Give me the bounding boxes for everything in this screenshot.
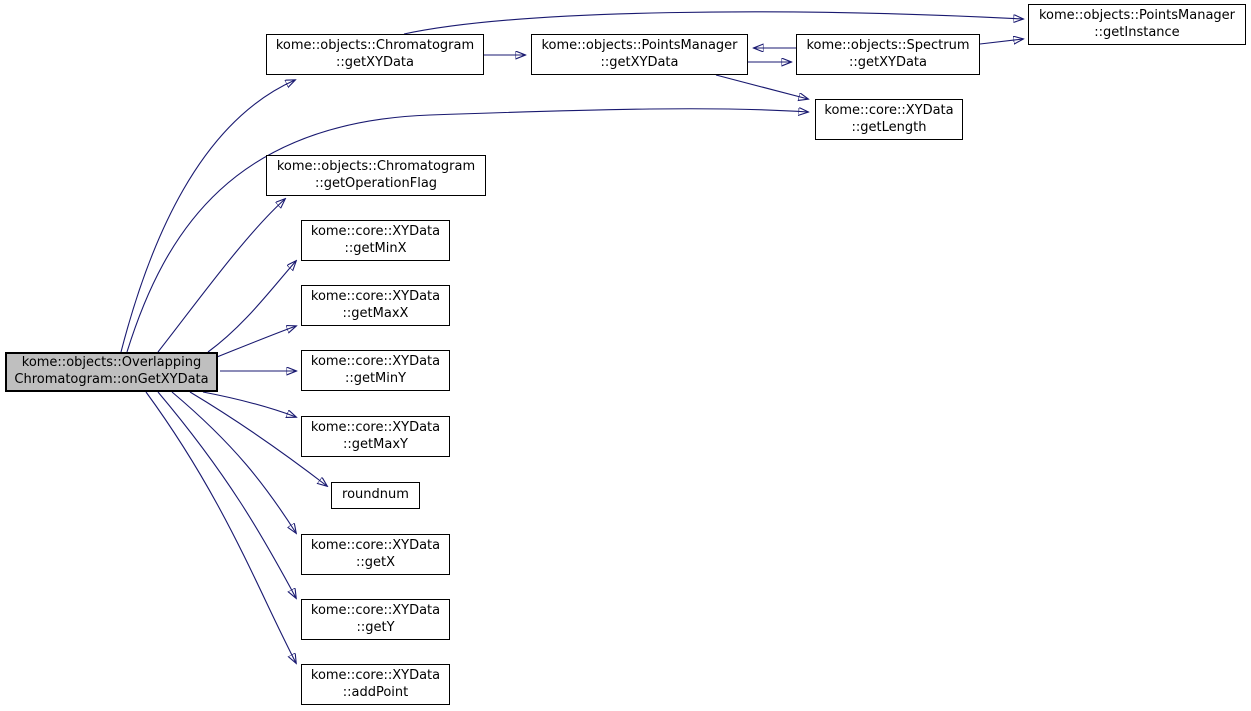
edge-main-to-getMaxX [216,326,296,358]
edge-main-to-getY [157,391,296,598]
edge-main-to-getOperationFlag [157,199,285,353]
node-xydata-getx[interactable]: kome::core::XYData ::getX [301,534,450,575]
node-chromatogram-getoperationflag[interactable]: kome::objects::Chromatogram ::getOperati… [266,155,486,196]
node-pointsmanager-getinstance[interactable]: kome::objects::PointsManager ::getInstan… [1028,4,1246,45]
node-xydata-getminy[interactable]: kome::core::XYData ::getMinY [301,350,450,391]
node-roundnum[interactable]: roundnum [331,482,420,509]
edge-chromGetXYData-to-pmGetInstance [403,11,1023,35]
edge-pmGetXYData-to-getLength [715,74,808,99]
edge-main-to-roundnum [189,391,327,486]
node-xydata-getminx[interactable]: kome::core::XYData ::getMinX [301,220,450,261]
node-xydata-getmaxx[interactable]: kome::core::XYData ::getMaxX [301,285,450,326]
edge-main-to-getLength [126,109,808,353]
node-xydata-getlength[interactable]: kome::core::XYData ::getLength [815,99,963,140]
node-spectrum-getxydata[interactable]: kome::objects::Spectrum ::getXYData [796,34,980,75]
edge-main-to-chromGetXYData [120,80,295,353]
node-pointsmanager-getxydata[interactable]: kome::objects::PointsManager ::getXYData [531,34,748,75]
node-overlapping-chromatogram-ongetxydata: kome::objects::Overlapping Chromatogram:… [5,352,218,392]
edge-specGetXYData-to-pmGetInstance [979,39,1023,44]
edge-main-to-getMinX [207,261,296,353]
node-xydata-gety[interactable]: kome::core::XYData ::getY [301,599,450,640]
edge-main-to-getMaxY [202,391,296,417]
edge-main-to-addPoint [145,391,296,663]
node-xydata-addpoint[interactable]: kome::core::XYData ::addPoint [301,664,450,705]
node-xydata-getmaxy[interactable]: kome::core::XYData ::getMaxY [301,416,450,457]
edge-main-to-getX [171,391,296,533]
node-chromatogram-getxydata[interactable]: kome::objects::Chromatogram ::getXYData [266,34,484,75]
